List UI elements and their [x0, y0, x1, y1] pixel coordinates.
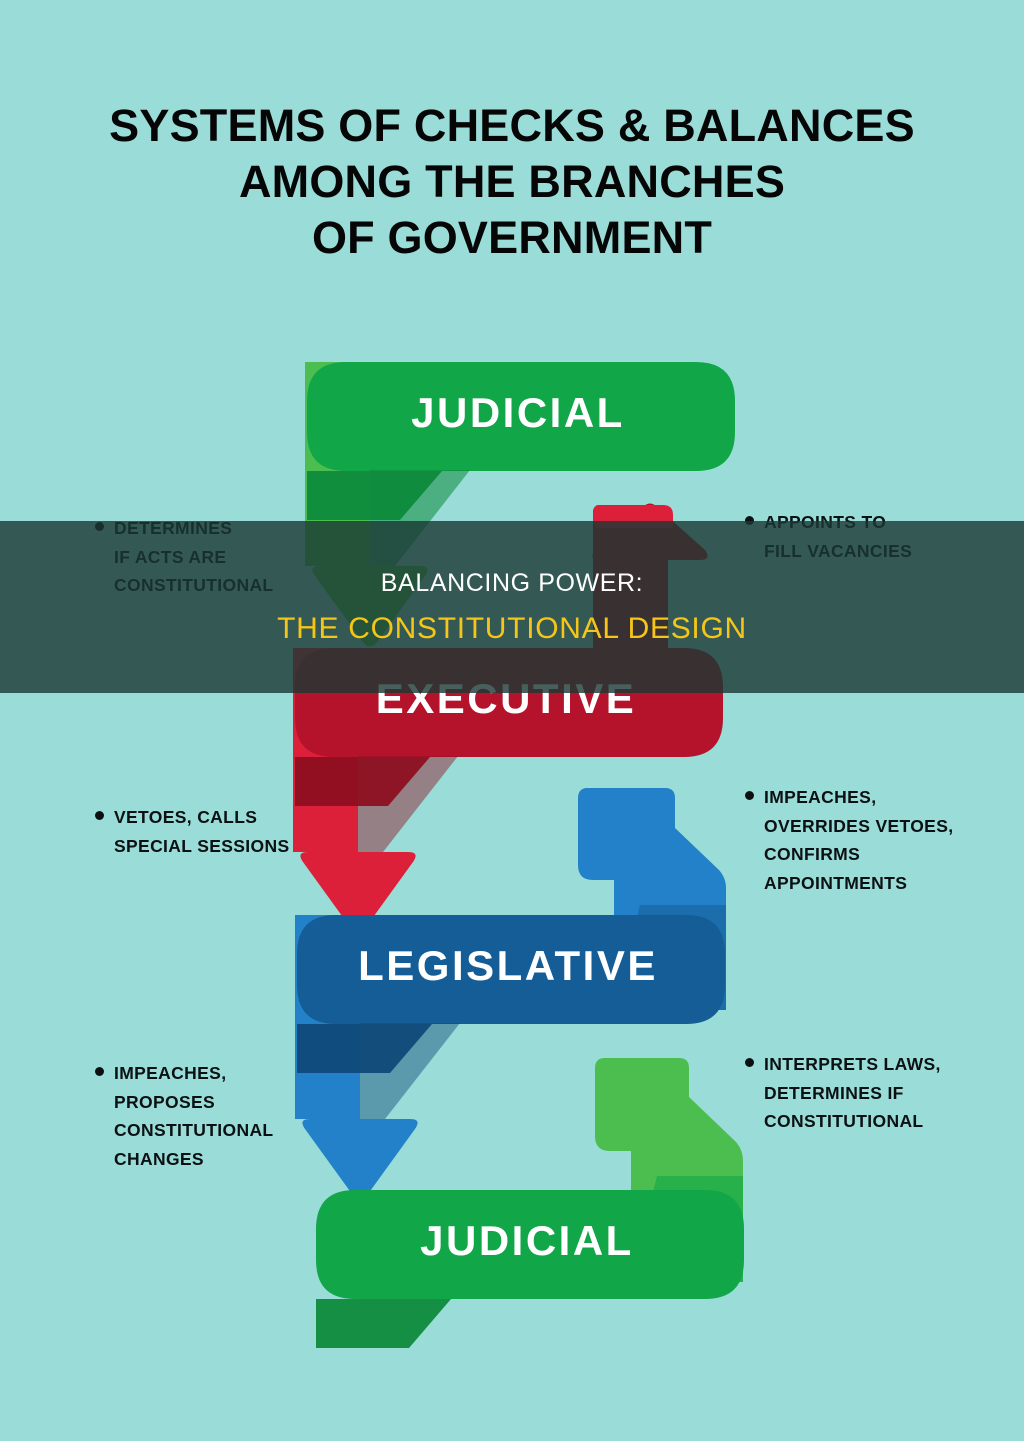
- bullet-legislative-checks-on-judicial: IMPEACHES, PROPOSES CONSTITUTIONAL CHANG…: [95, 1059, 385, 1173]
- bullet-line: DETERMINES IF: [764, 1082, 904, 1103]
- branch-legislative: LEGISLATIVE: [295, 915, 725, 1200]
- bullet-line: PROPOSES: [114, 1091, 216, 1112]
- bullet-legislative-checks-on-executive: IMPEACHES, OVERRIDES VETOES, CONFIRMS AP…: [745, 783, 1020, 897]
- bar-label-judicial-top: JUDICIAL: [411, 389, 625, 436]
- overlay-title-line-1: BALANCING POWER:: [380, 568, 644, 597]
- bar-executive-shadow: [295, 718, 430, 806]
- arrow-executive-shadow: [358, 756, 458, 852]
- bullet-line: CONFIRMS: [764, 844, 861, 865]
- bar-label-judicial-bottom: JUDICIAL: [420, 1217, 634, 1264]
- bullet-dot-icon: [95, 1067, 104, 1076]
- bullet-dot-icon: [745, 791, 754, 800]
- bullet-line: SPECIAL SESSIONS: [114, 835, 290, 856]
- bullet-line: IMPEACHES,: [764, 787, 877, 807]
- bullet-dot-icon: [745, 516, 754, 525]
- title-line-2: AMONG THE BRANCHES: [238, 155, 786, 207]
- title-line-3: OF GOVERNMENT: [311, 211, 713, 263]
- bar-label-legislative: LEGISLATIVE: [358, 942, 658, 989]
- branch-judicial-bottom: JUDICIAL: [316, 1190, 744, 1348]
- title-line-1: SYSTEMS OF CHECKS & BALANCES: [109, 100, 915, 151]
- bullet-judicial-checks-on-legislative: INTERPRETS LAWS, DETERMINES IF CONSTITUT…: [745, 1050, 1020, 1136]
- bar-judicial-bottom: [316, 1190, 744, 1299]
- bar-legislative: [297, 915, 725, 1024]
- page-title: SYSTEMS OF CHECKS & BALANCES AMONG THE B…: [0, 98, 1024, 265]
- overlay-banner: BALANCING POWER: THE CONSTITUTIONAL DESI…: [0, 521, 1024, 693]
- bar-judicial-bottom-shadow: [316, 1260, 451, 1348]
- bullet-line: IMPEACHES,: [114, 1063, 227, 1083]
- bullet-line: OVERRIDES VETOES,: [764, 815, 954, 836]
- bullet-line: CONSTITUTIONAL: [764, 1111, 924, 1132]
- arrow-legislative-shadow: [360, 1023, 460, 1119]
- bullet-line: APPOINTMENTS: [764, 872, 908, 893]
- bullet-dot-icon: [95, 811, 104, 820]
- bullet-line: CHANGES: [114, 1148, 204, 1169]
- bullet-line: INTERPRETS LAWS,: [764, 1054, 941, 1074]
- bullet-dot-icon: [745, 1058, 754, 1067]
- bullet-line: VETOES, CALLS: [114, 807, 258, 827]
- bullet-executive-checks-on-legislative: VETOES, CALLS SPECIAL SESSIONS: [95, 803, 385, 860]
- overlay-title-line-2: THE CONSTITUTIONAL DESIGN: [277, 611, 747, 645]
- bullet-line: CONSTITUTIONAL: [114, 1120, 274, 1141]
- bar-legislative-shadow: [297, 985, 432, 1073]
- bar-judicial-top: [307, 362, 735, 471]
